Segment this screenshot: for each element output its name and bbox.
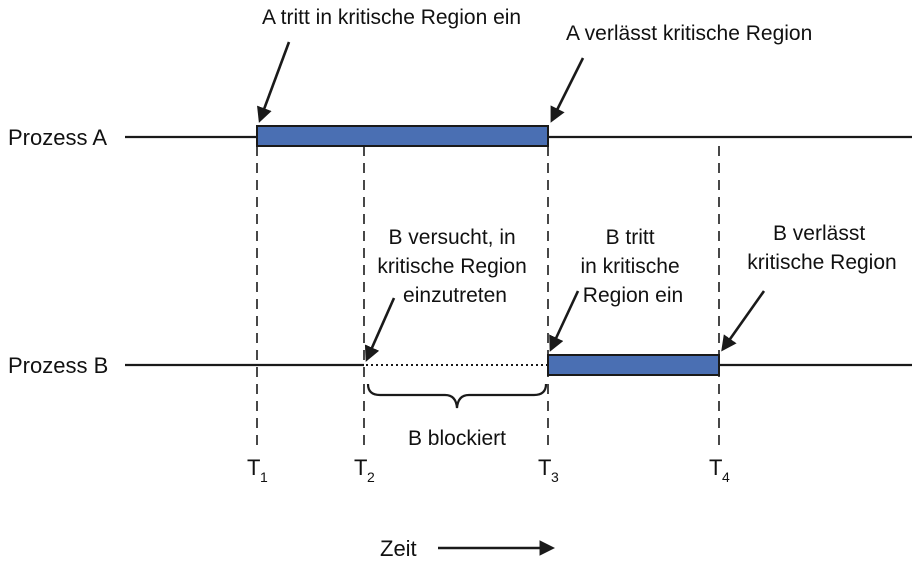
b-tries-line-2: kritische Region [377, 255, 526, 278]
svg-text:2: 2 [367, 469, 375, 485]
b-leaves-annotation: B verlässt kritische Region [747, 222, 896, 274]
svg-text:1: 1 [260, 469, 268, 485]
process-b-critical-region-bar [547, 354, 720, 376]
b-tries-arrow [364, 297, 396, 362]
t4-label: T 4 [709, 455, 730, 485]
svg-text:T: T [709, 455, 722, 480]
a-enters-arrow [257, 41, 291, 123]
b-leaves-line-2: kritische Region [747, 251, 896, 274]
b-enters-line-1: B tritt [606, 226, 655, 249]
process-a-critical-region-bar [256, 125, 549, 147]
b-enters-annotation: B tritt in kritische Region ein [580, 226, 685, 307]
b-tries-line-1: B versucht, in [388, 226, 515, 249]
b-enters-line-2: in kritische [580, 255, 679, 278]
b-enters-arrow [549, 290, 580, 352]
process-a-label: Prozess A [8, 125, 107, 150]
svg-text:T: T [247, 455, 260, 480]
a-leaves-arrow [550, 57, 585, 123]
b-enters-line-3: Region ein [583, 284, 683, 307]
process-b-label: Prozess B [8, 353, 108, 378]
b-tries-annotation: B versucht, in kritische Region einzutre… [377, 226, 532, 307]
svg-text:T: T [354, 455, 367, 480]
a-enters-annotation: A tritt in kritische Region ein [262, 6, 521, 29]
svg-text:3: 3 [551, 469, 559, 485]
time-axis-label: Zeit [380, 536, 417, 561]
svg-text:4: 4 [722, 469, 730, 485]
svg-text:T: T [538, 455, 551, 480]
t2-label: T 2 [354, 455, 375, 485]
b-leaves-line-1: B verlässt [773, 222, 865, 245]
b-tries-line-3: einzutreten [403, 284, 507, 307]
a-leaves-annotation: A verlässt kritische Region [566, 22, 812, 45]
t1-label: T 1 [247, 455, 268, 485]
b-blocked-label: B blockiert [408, 427, 506, 450]
t3-label: T 3 [538, 455, 559, 485]
b-leaves-arrow [721, 290, 766, 352]
b-blocked-brace [366, 383, 548, 409]
